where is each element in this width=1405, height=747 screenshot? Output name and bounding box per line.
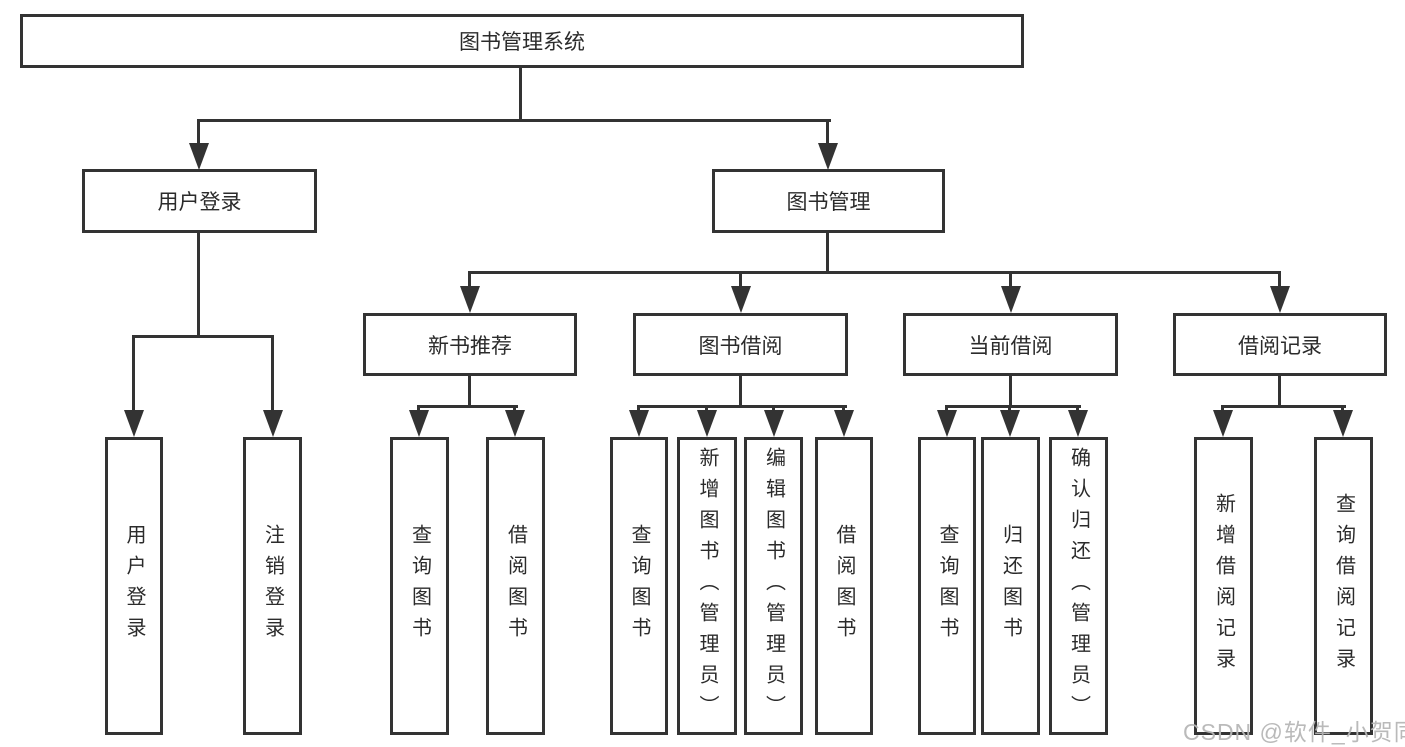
leaf-borrow-books-recommend-label: 借阅图书 — [504, 524, 527, 648]
node-user-login: 用户登录 — [82, 169, 317, 233]
connector-to-book-borrowing — [739, 271, 742, 289]
arrowhead-down — [189, 143, 209, 170]
leaf-query-books-borrow-label: 查询图书 — [628, 524, 650, 648]
connector-to-leaf-user-login — [132, 335, 135, 413]
connector-book-management-stem — [826, 233, 829, 271]
connector-new-book-bar — [417, 405, 518, 408]
connector-book-management-bar — [468, 271, 1281, 274]
connector-to-borrowing-records — [1278, 271, 1281, 289]
connector-leaf-stub — [1221, 405, 1224, 414]
connector-current-borrowing-stem — [1009, 376, 1012, 405]
connector-leaf-stub — [772, 405, 775, 414]
leaf-borrow-books-label: 借阅图书 — [833, 524, 855, 648]
node-borrowing-records-label: 借阅记录 — [1238, 334, 1322, 358]
arrowhead-down — [1270, 286, 1290, 313]
node-root-label: 图书管理系统 — [459, 31, 585, 54]
leaf-add-borrow-record-label: 新增借阅记录 — [1212, 493, 1235, 679]
node-book-management-label: 图书管理 — [786, 191, 871, 214]
connector-leaf-stub — [945, 405, 948, 414]
leaf-logout-label: 注销登录 — [261, 524, 284, 648]
leaf-return-books: 归还图书 — [981, 437, 1040, 735]
leaf-confirm-return-admin: 确认归还（管理员） — [1049, 437, 1108, 735]
arrowhead-down — [731, 286, 751, 313]
connector-root-to-user-login — [197, 119, 200, 147]
arrowhead-down — [764, 410, 784, 437]
arrowhead-down — [818, 143, 838, 170]
connector-root-bar — [197, 119, 831, 122]
node-root: 图书管理系统 — [20, 14, 1024, 68]
arrowhead-down — [263, 410, 283, 437]
node-current-borrowing: 当前借阅 — [903, 313, 1118, 376]
node-borrowing-records: 借阅记录 — [1173, 313, 1387, 376]
leaf-add-book-admin-label: 新增图书（管理员） — [696, 446, 718, 726]
leaf-query-borrow-record-label: 查询借阅记录 — [1332, 493, 1355, 679]
connector-leaf-stub — [637, 405, 640, 414]
arrowhead-down — [834, 410, 854, 437]
connector-to-leaf-logout — [271, 335, 274, 413]
leaf-query-borrow-record: 查询借阅记录 — [1314, 437, 1373, 735]
leaf-user-login-label: 用户登录 — [123, 524, 145, 648]
connector-new-book-stem — [468, 376, 471, 405]
leaf-borrow-books-recommend: 借阅图书 — [486, 437, 545, 735]
connector-current-borrowing-bar — [945, 405, 1081, 408]
connector-root-stem — [519, 68, 522, 119]
node-new-book-recommendation: 新书推荐 — [363, 313, 577, 376]
connector-book-borrowing-stem — [739, 376, 742, 405]
connector-borrowing-records-stem — [1278, 376, 1281, 405]
arrowhead-down — [697, 410, 717, 437]
connector-leaf-stub — [705, 405, 708, 414]
connector-leaf-stub — [1076, 405, 1079, 414]
arrowhead-down — [124, 410, 144, 437]
arrowhead-down — [1333, 410, 1353, 437]
arrowhead-down — [505, 410, 525, 437]
arrowhead-down — [1001, 286, 1021, 313]
arrowhead-down — [1213, 410, 1233, 437]
node-current-borrowing-label: 当前借阅 — [968, 334, 1053, 358]
leaf-user-login: 用户登录 — [105, 437, 163, 735]
node-book-borrowing: 图书借阅 — [633, 313, 848, 376]
node-book-borrowing-label: 图书借阅 — [698, 334, 783, 358]
leaf-return-books-label: 归还图书 — [999, 524, 1022, 648]
arrowhead-down — [937, 410, 957, 437]
connector-leaf-stub — [1341, 405, 1344, 414]
leaf-query-books-current: 查询图书 — [918, 437, 976, 735]
leaf-query-books-recommend: 查询图书 — [390, 437, 449, 735]
leaf-query-books-borrow: 查询图书 — [610, 437, 668, 735]
csdn-watermark: CSDN @软件_小贺同学 — [1183, 719, 1405, 745]
connector-leaf-stub — [1008, 405, 1011, 414]
leaf-add-borrow-record: 新增借阅记录 — [1194, 437, 1253, 735]
connector-to-new-book — [468, 271, 471, 289]
leaf-logout: 注销登录 — [243, 437, 302, 735]
node-book-management: 图书管理 — [712, 169, 945, 233]
connector-user-login-bar — [132, 335, 274, 338]
leaf-query-books-current-label: 查询图书 — [936, 524, 958, 648]
connector-leaf-stub — [417, 405, 420, 414]
connector-root-to-book-management — [826, 119, 829, 147]
connector-to-current-borrowing — [1009, 271, 1012, 289]
connector-leaf-stub — [842, 405, 845, 414]
leaf-edit-book-admin-label: 编辑图书（管理员） — [762, 446, 785, 726]
leaf-add-book-admin: 新增图书（管理员） — [677, 437, 737, 735]
arrowhead-down — [460, 286, 480, 313]
leaf-borrow-books: 借阅图书 — [815, 437, 873, 735]
node-new-book-recommendation-label: 新书推荐 — [428, 334, 512, 358]
arrowhead-down — [1068, 410, 1088, 437]
leaf-query-books-recommend-label: 查询图书 — [408, 524, 431, 648]
arrowhead-down — [409, 410, 429, 437]
arrowhead-down — [1000, 410, 1020, 437]
node-user-login-label: 用户登录 — [157, 191, 242, 214]
leaf-confirm-return-admin-label: 确认归还（管理员） — [1067, 446, 1090, 726]
connector-borrowing-records-bar — [1221, 405, 1346, 408]
leaf-edit-book-admin: 编辑图书（管理员） — [744, 437, 803, 735]
connector-book-borrowing-bar — [637, 405, 847, 408]
connector-leaf-stub — [513, 405, 516, 414]
arrowhead-down — [629, 410, 649, 437]
connector-user-login-stem — [197, 233, 200, 335]
